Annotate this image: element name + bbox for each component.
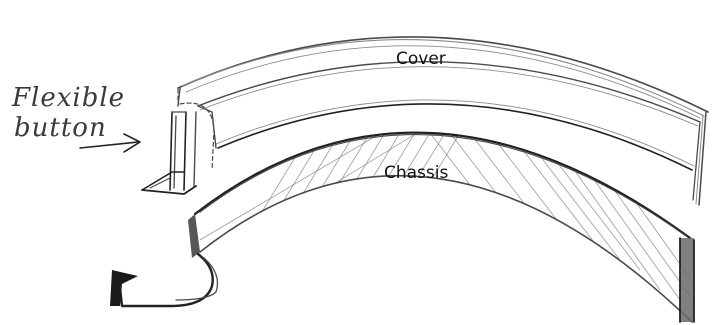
chassis-label: Chassis xyxy=(384,163,448,183)
flexible-label-line1: Flexible xyxy=(11,83,125,113)
flexible-label-line2: button xyxy=(14,113,107,143)
chassis-left-end xyxy=(188,214,200,258)
cover-label: Cover xyxy=(396,49,446,69)
chassis-hook-tab xyxy=(110,270,138,306)
chassis-part xyxy=(110,100,713,325)
chassis-right-end xyxy=(680,238,694,322)
